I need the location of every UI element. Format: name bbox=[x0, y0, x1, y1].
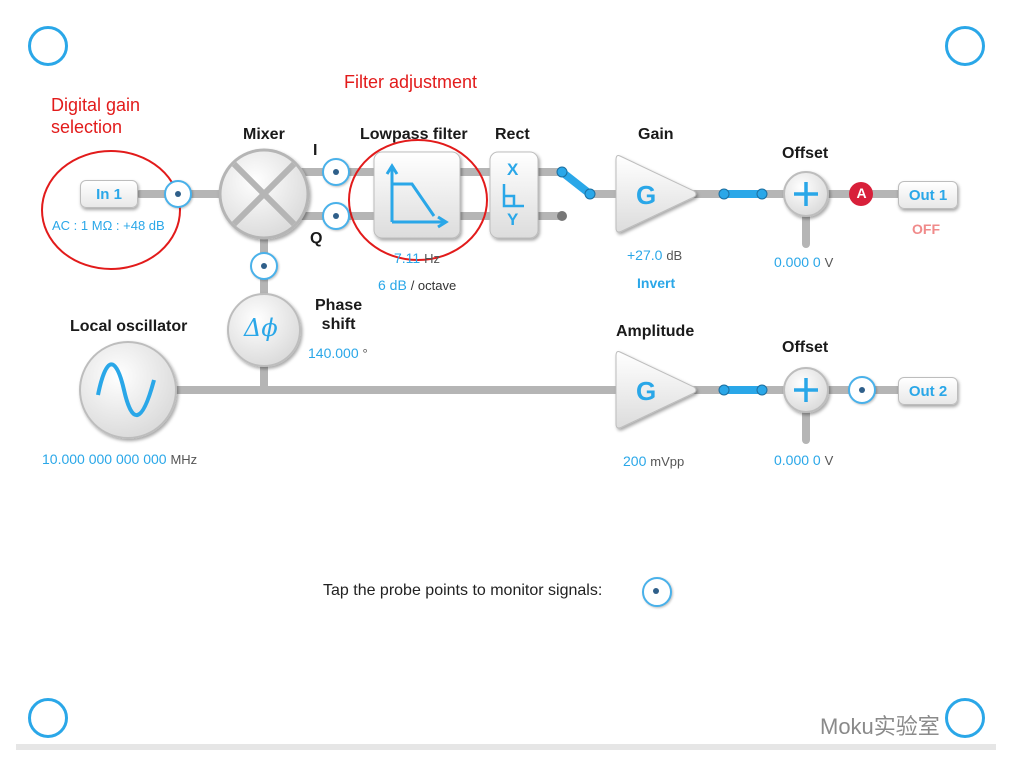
data-logger-button[interactable] bbox=[945, 698, 985, 738]
rect-label: Rect bbox=[495, 126, 530, 143]
gain-value-number: +27.0 bbox=[627, 247, 663, 263]
lowpass-cutoff-unit: Hz bbox=[424, 251, 440, 266]
gain-symbol: G bbox=[636, 180, 657, 210]
amplitude-block[interactable] bbox=[615, 351, 697, 429]
channel-a-marker-label: A bbox=[856, 185, 867, 201]
oscillator-frequency[interactable]: 10.000 000 000 000 MHz bbox=[42, 451, 197, 467]
channel-a-marker bbox=[849, 182, 873, 206]
phase-shift-block[interactable] bbox=[227, 293, 301, 367]
input1-settings[interactable]: AC : 1 MΩ : +48 dB bbox=[52, 218, 165, 233]
active-wires bbox=[558, 168, 766, 394]
lowpass-cutoff[interactable]: 7.11 Hz bbox=[394, 250, 440, 266]
lowpass-slope-value: 6 dB bbox=[378, 277, 407, 293]
offset1-value-unit: V bbox=[824, 255, 834, 270]
output2-button[interactable]: Out 2 bbox=[898, 377, 958, 405]
rect-y-label: Y bbox=[507, 210, 519, 229]
oscilloscope-button[interactable] bbox=[28, 698, 68, 738]
lowpass-slope[interactable]: 6 dB / octave bbox=[378, 277, 456, 293]
oscillator-label: Local oscillator bbox=[70, 318, 188, 335]
annotation-filter-adjustment: Filter adjustment bbox=[344, 72, 478, 92]
probe-mixer-q[interactable] bbox=[322, 202, 350, 230]
footer-bar bbox=[16, 744, 996, 750]
phase-value-unit: ° bbox=[362, 346, 368, 361]
mixer-q-label: Q bbox=[310, 230, 323, 247]
mixer-i-label: I bbox=[313, 142, 318, 159]
probe-input[interactable] bbox=[164, 180, 192, 208]
phase-label: Phase shift bbox=[315, 297, 363, 333]
gain-value-unit: dB bbox=[666, 248, 683, 263]
output1-state[interactable]: OFF bbox=[912, 221, 940, 237]
probe-offset2[interactable] bbox=[848, 376, 876, 404]
lowpass-filter-block[interactable] bbox=[373, 151, 461, 239]
probe-hint-icon bbox=[642, 577, 672, 607]
offset2-label: Offset bbox=[782, 339, 829, 356]
lowpass-icon bbox=[385, 163, 449, 229]
amplitude-symbol: G bbox=[636, 376, 657, 406]
rect-x-label: X bbox=[507, 160, 519, 179]
annotation-circle-filter bbox=[348, 139, 488, 261]
offset2-value-number: 0.000 0 bbox=[774, 452, 821, 468]
input1-button[interactable]: In 1 bbox=[80, 180, 138, 208]
amplitude-label: Amplitude bbox=[616, 323, 695, 340]
local-oscillator-block[interactable] bbox=[79, 341, 177, 439]
probe-hint-text: Tap the probe points to monitor signals: bbox=[323, 582, 603, 599]
sine-wave-icon bbox=[96, 362, 156, 417]
gain-label: Gain bbox=[638, 126, 674, 143]
amplitude-value[interactable]: 200 mVpp bbox=[623, 453, 684, 469]
offset1-value-number: 0.000 0 bbox=[774, 254, 821, 270]
lowpass-slope-unit: / octave bbox=[410, 278, 457, 293]
annotation-digital-gain: Digital gain selection bbox=[51, 95, 141, 137]
watermark: Moku实验室 bbox=[820, 714, 940, 739]
output1-button[interactable]: Out 1 bbox=[898, 181, 958, 209]
invert-toggle[interactable]: Invert bbox=[637, 275, 676, 291]
lowpass-cutoff-value: 7.11 bbox=[394, 250, 421, 266]
gain-block[interactable] bbox=[615, 155, 697, 233]
phase-symbol: Δϕ bbox=[244, 314, 278, 342]
amplitude-value-number: 200 bbox=[623, 453, 647, 469]
oscillator-frequency-value: 10.000 000 000 000 bbox=[42, 451, 167, 467]
rect-coordinate-icon bbox=[502, 184, 524, 208]
oscillator-frequency-unit: MHz bbox=[170, 452, 198, 467]
phase-value-number: 140.000 bbox=[308, 345, 359, 361]
offset1-label: Offset bbox=[782, 145, 829, 162]
menu-button[interactable] bbox=[28, 26, 68, 66]
offset2-value[interactable]: 0.000 0 V bbox=[774, 452, 833, 468]
mixer-block[interactable] bbox=[218, 148, 310, 240]
offset2-value-unit: V bbox=[824, 453, 834, 468]
gain-value[interactable]: +27.0 dB bbox=[627, 247, 682, 263]
probe-mixer-i[interactable] bbox=[322, 158, 350, 186]
lowpass-label: Lowpass filter bbox=[360, 126, 468, 143]
annotation-circle-gain bbox=[41, 150, 181, 270]
probe-mixer-lo[interactable] bbox=[250, 252, 278, 280]
offset1-adder[interactable] bbox=[783, 171, 829, 217]
mixer-label: Mixer bbox=[243, 126, 285, 143]
amplitude-value-unit: mVpp bbox=[650, 454, 685, 469]
settings-button[interactable] bbox=[945, 26, 985, 66]
offset2-adder[interactable] bbox=[783, 367, 829, 413]
rect-block[interactable] bbox=[489, 151, 539, 239]
phase-value[interactable]: 140.000 ° bbox=[308, 345, 368, 361]
offset1-value[interactable]: 0.000 0 V bbox=[774, 254, 833, 270]
